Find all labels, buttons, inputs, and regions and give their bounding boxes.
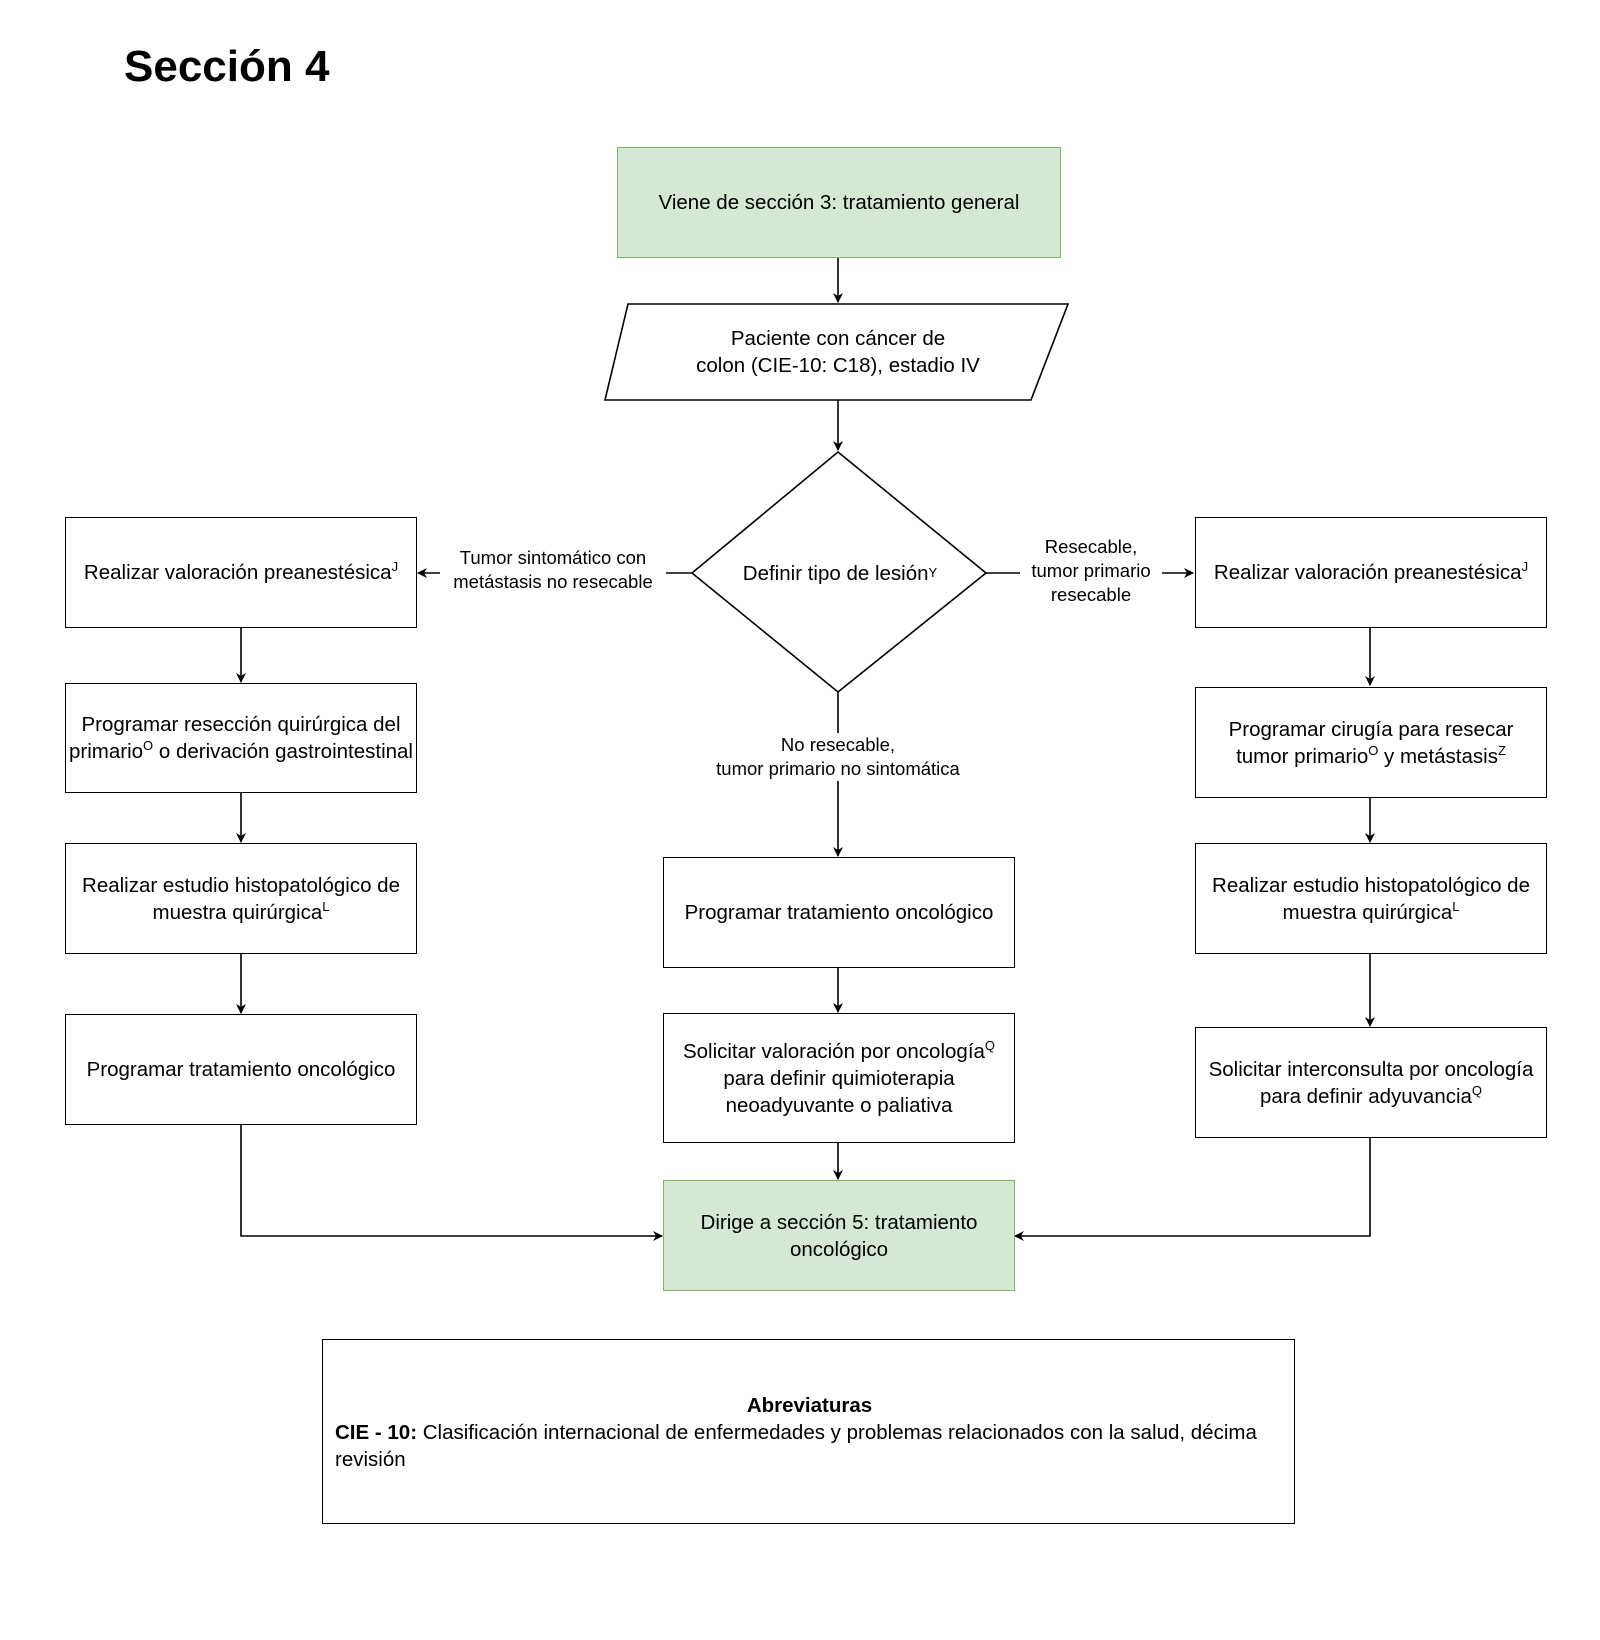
left-onco-node: Programar tratamiento oncológico [65, 1014, 417, 1125]
right-interconsulta-sup: Q [1471, 1082, 1483, 1098]
left-onco-text: Programar tratamiento oncológico [86, 1058, 396, 1081]
patient-node: Paciente con cáncer de colon (CIE-10: C1… [640, 310, 1036, 394]
right-surgery-mid: y metástasis [1378, 744, 1498, 768]
left-histo-text: Realizar estudio histopatológico de mues… [82, 873, 400, 924]
right-histo-node: Realizar estudio histopatológico de mues… [1195, 843, 1547, 954]
start-node-text: Viene de sección 3: tratamiento general [658, 191, 1020, 214]
left-resection-node: Programar resección quirúrgica del prima… [65, 683, 417, 793]
center-valoracion-post: para definir quimioterapia neoadyuvante … [723, 1066, 955, 1117]
center-valoracion-node: Solicitar valoración por oncologíaQ para… [663, 1013, 1015, 1143]
edge-label-down: No resecable, tumor primario no sintomát… [690, 733, 986, 781]
left-resection-post: o derivación gastrointestinal [153, 740, 413, 763]
edge-label-left: Tumor sintomático con metástasis no rese… [440, 546, 666, 594]
right-surgery-node: Programar cirugía para resecar tumor pri… [1195, 687, 1547, 798]
left-preanest-text: Realizar valoración preanestésica [83, 561, 392, 584]
edge-label-down-line-2: tumor primario no sintomática [716, 758, 960, 779]
right-surgery-pre: Programar cirugía para resecar tumor pri… [1228, 717, 1514, 768]
page-title: Sección 4 [124, 42, 330, 91]
patient-line-1: Paciente con cáncer de [730, 327, 946, 350]
start-node: Viene de sección 3: tratamiento general [617, 147, 1061, 258]
center-onco-text: Programar tratamiento oncológico [684, 901, 994, 924]
center-valoracion-sup: Q [984, 1037, 996, 1053]
left-resection-sup: O [143, 738, 154, 754]
right-interconsulta-node: Solicitar interconsulta por oncología pa… [1195, 1027, 1547, 1138]
abbreviations-box: Abreviaturas CIE - 10: Clasificación int… [322, 1339, 1295, 1524]
left-histo-node: Realizar estudio histopatológico de mues… [65, 843, 417, 954]
edge-label-right-line-1: Resecable, [1044, 536, 1138, 557]
arrow-right-to-end [1014, 1138, 1371, 1241]
right-preanest-node: Realizar valoración preanestésicaJ [1195, 517, 1547, 628]
right-histo-sup: L [1452, 898, 1460, 914]
left-histo-sup: L [322, 898, 330, 914]
right-preanest-sup: J [1521, 559, 1529, 575]
right-interconsulta-text: Solicitar interconsulta por oncología pa… [1208, 1057, 1534, 1108]
edge-label-left-line-1: Tumor sintomático con [459, 547, 647, 568]
right-surgery-sup-1: O [1368, 742, 1379, 758]
abbreviation-term: CIE - 10: [335, 1421, 418, 1444]
right-surgery-sup-2: Z [1497, 742, 1506, 758]
abbreviation-entry: CIE - 10: Clasificación internacional de… [335, 1419, 1284, 1473]
center-onco-node: Programar tratamiento oncológico [663, 857, 1015, 968]
abbreviations-heading: Abreviaturas [746, 1394, 873, 1417]
edge-label-left-line-2: metástasis no resecable [453, 571, 653, 592]
center-valoracion-pre: Solicitar valoración por oncología [682, 1039, 985, 1063]
left-preanest-sup: J [391, 559, 399, 575]
right-preanest-text: Realizar valoración preanestésica [1213, 561, 1522, 584]
end-node-text: Dirige a sección 5: tratamiento oncológi… [700, 1210, 978, 1261]
edge-label-down-line-1: No resecable, [780, 734, 896, 755]
end-node: Dirige a sección 5: tratamiento oncológi… [663, 1180, 1015, 1291]
patient-parallelogram [603, 303, 1070, 401]
left-preanest-node: Realizar valoración preanestésicaJ [65, 517, 417, 628]
left-resection-pre: Programar resección quirúrgica del prima… [69, 713, 401, 763]
edge-label-right-line-2: tumor primario [1031, 560, 1151, 581]
edge-label-right-line-3: resecable [1050, 584, 1132, 605]
decision-text: Definir tipo de lesión [742, 561, 929, 585]
edge-label-right: Resecable, tumor primario resecable [1020, 535, 1162, 607]
patient-line-2: colon (CIE-10: C18), estadio IV [696, 354, 980, 377]
right-histo-text: Realizar estudio histopatológico de mues… [1212, 873, 1530, 924]
arrow-left-to-end [240, 1125, 663, 1241]
abbreviation-definition: Clasificación internacional de enfermeda… [335, 1421, 1257, 1471]
